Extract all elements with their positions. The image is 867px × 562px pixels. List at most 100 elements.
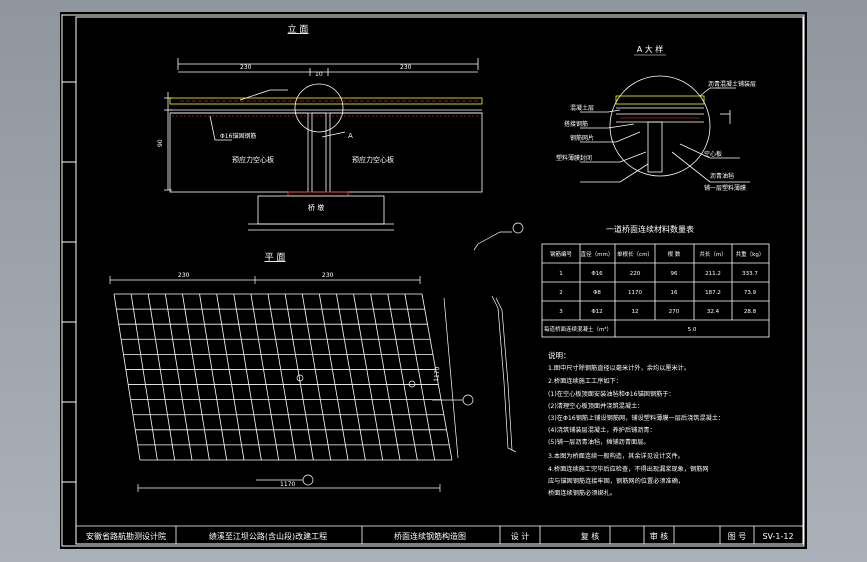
svg-text:230: 230 xyxy=(322,272,334,279)
sheet-no-label: 图 号 xyxy=(728,532,747,541)
det-label-glue-layer: 铺一层塑料薄膜 xyxy=(704,184,746,192)
table-header: 直径（mm） xyxy=(581,250,614,258)
note-line: 桥面连续钢筋必须绑扎。 xyxy=(548,489,616,497)
elevation-view: 立 面 xyxy=(157,23,483,231)
mesh-line xyxy=(130,293,158,461)
note-line: (3)在Φ16钢筋上铺设钢筋网，铺设塑料薄膜一层后浇筑混凝土： xyxy=(548,414,724,422)
mesh-line xyxy=(182,293,210,461)
title-block: 安徽省路航勘测设计院 绩溪至江坝公路(含山段)改建工程 桥面连续钢筋构造图 设 … xyxy=(76,525,803,544)
mesh-line xyxy=(147,293,176,461)
svg-text:230: 230 xyxy=(178,272,190,279)
det-label-asphalt: 沥青混凝土铺装层 xyxy=(708,80,756,88)
mesh-line xyxy=(318,293,349,461)
det-label-asphalt-felt: 沥青油毡 xyxy=(710,172,734,180)
materials-table: 一道桥面连续材料数量表 钢筋编号 直径（mm） 单根长（cm） 根 数 共长（m… xyxy=(541,224,770,338)
label-hollow-slab-left: 预应力空心板 xyxy=(232,155,274,164)
note-line: 4.桥面连续施工完毕后应检查，不得出现漏浆现象，钢筋网 xyxy=(548,465,709,473)
audit-label: 审 核 xyxy=(650,531,669,541)
label-anchor-rebar: Φ16锚固钢筋 xyxy=(220,132,256,140)
mesh-line xyxy=(353,293,384,461)
notes-block: 说明： 1.图中尺寸除钢筋直径以毫米计外，余均以厘米计。 2.桥面连续施工工序如… xyxy=(548,350,724,497)
mesh-line xyxy=(199,293,228,461)
review-label: 复 核 xyxy=(581,531,600,541)
label-detail-a: A xyxy=(348,132,353,140)
note-line: (1)在空心板顶面安装油毡和Φ16锚固钢筋于： xyxy=(548,390,675,398)
mesh-line xyxy=(284,293,314,461)
drawing-sheet: 立 面 xyxy=(60,12,807,549)
table-cell: 32.4 xyxy=(707,309,720,315)
plan-view: 平 面 230 230 1170 1170 xyxy=(109,222,524,492)
sheet-no: SV-1-12 xyxy=(762,532,793,541)
note-line: (4)浇筑铺装层混凝土，养护后铺沥青： xyxy=(548,426,656,434)
note-line: (5)铺一层沥青油毡，摊铺沥青面层。 xyxy=(548,438,650,446)
table-header: 共重（kg） xyxy=(736,250,765,258)
table-footer-label: 每道桥面连续混凝土（m³） xyxy=(544,325,612,333)
note-line: 1.图中尺寸除钢筋直径以毫米计外，余均以厘米计。 xyxy=(548,364,690,372)
table-cell: 96 xyxy=(671,271,678,277)
table-header: 根 数 xyxy=(668,250,681,258)
design-label: 设 计 xyxy=(511,531,530,541)
det-label-seal: 塑料薄膜封闭 xyxy=(556,154,592,162)
table-cell: Φ8 xyxy=(593,290,601,296)
note-line: (2)清理空心板顶面并浇筑混凝土： xyxy=(548,402,643,410)
table-cell: 270 xyxy=(669,309,680,315)
mesh-line xyxy=(421,293,453,461)
svg-text:1170: 1170 xyxy=(433,366,441,382)
svg-text:230: 230 xyxy=(240,64,252,71)
label-pier: 桥 墩 xyxy=(308,203,324,212)
table-cell: 28.8 xyxy=(744,309,757,315)
detail-a-view: A 大 样 沥青混凝土铺装层 混凝土层 搭接钢筋 钢筋网片 塑料薄膜封闭 xyxy=(556,44,756,192)
mesh-line xyxy=(301,293,332,461)
inner-frame xyxy=(75,16,804,545)
mesh-line xyxy=(404,293,436,461)
table-cell: 12 xyxy=(632,309,639,315)
table-header: 钢筋编号 xyxy=(550,250,573,258)
det-label-wire-mesh: 钢筋网片 xyxy=(570,134,594,142)
notes-title: 说明： xyxy=(548,350,571,360)
drawing-name: 桥面连续钢筋构造图 xyxy=(394,531,466,541)
note-line: 应与锚固钢筋连接牢固，钢筋网的位置必须准确， xyxy=(548,477,684,485)
table-header: 共长（m） xyxy=(699,250,726,258)
table-cell: 220 xyxy=(630,271,641,277)
mesh-line xyxy=(267,293,297,461)
outer-frame xyxy=(61,14,805,547)
table-cell: Φ16 xyxy=(591,271,603,277)
table-cell: 333.7 xyxy=(742,271,758,277)
mesh-line xyxy=(216,293,245,461)
table-cell: 187.2 xyxy=(705,290,721,296)
note-line: 2.桥面连续施工工序如下： xyxy=(548,377,622,385)
table-cell: 1170 xyxy=(628,290,642,296)
svg-text:10: 10 xyxy=(315,71,323,78)
detail-title: A 大 样 xyxy=(637,44,664,54)
mesh-line xyxy=(113,293,141,461)
mesh-line xyxy=(370,293,401,461)
det-label-hollow-slab: 空心板 xyxy=(704,150,722,158)
svg-text:1170: 1170 xyxy=(280,481,295,488)
elevation-title: 立 面 xyxy=(288,23,309,35)
drawing-canvas: 立 面 xyxy=(61,14,805,547)
note-line: 3.本图为桥面连续一般构造，其余详见设计文件。 xyxy=(548,452,684,460)
table-cell: 1 xyxy=(559,271,563,277)
company-name: 安徽省路航勘测设计院 xyxy=(86,531,166,541)
det-label-concrete: 混凝土层 xyxy=(570,104,594,112)
det-label-lapped: 搭接钢筋 xyxy=(564,120,588,128)
mesh-line xyxy=(233,293,262,461)
mesh-line xyxy=(387,293,418,461)
table-cell: 3 xyxy=(559,309,563,315)
mesh-line xyxy=(164,293,193,461)
plan-title: 平 面 xyxy=(265,252,286,263)
table-title: 一道桥面连续材料数量表 xyxy=(606,224,694,234)
table-cell: 73.9 xyxy=(744,290,757,296)
project-name: 绩溪至江坝公路(含山段)改建工程 xyxy=(209,531,327,541)
table-cell: Φ12 xyxy=(591,309,602,315)
svg-text:230: 230 xyxy=(400,64,412,71)
table-footer-value: 5.0 xyxy=(688,327,697,333)
table-header: 单根长（cm） xyxy=(617,250,653,258)
table-cell: 211.2 xyxy=(705,271,721,277)
table-cell: 16 xyxy=(671,290,678,296)
label-hollow-slab-right: 预应力空心板 xyxy=(352,155,394,164)
mesh-line xyxy=(336,293,366,461)
mesh-line xyxy=(250,293,280,461)
table-cell: 2 xyxy=(559,290,563,296)
